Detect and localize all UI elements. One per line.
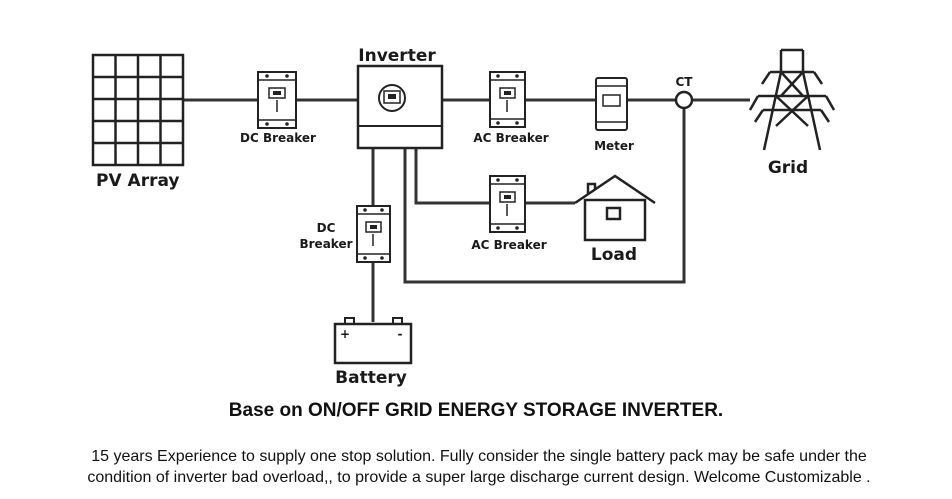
headline: Base on ON/OFF GRID ENERGY STORAGE INVER… <box>228 400 724 421</box>
ac-breaker-load-label: AC Breaker <box>471 238 546 252</box>
meter-icon <box>595 77 628 131</box>
dc-breaker-pv-label: DC Breaker <box>240 131 316 145</box>
ac-breaker-grid-icon <box>489 71 526 128</box>
battery-icon <box>333 317 413 365</box>
grid-tower-icon <box>748 48 836 151</box>
battery-plus-terminal: + <box>340 327 350 341</box>
grid-label: Grid <box>768 158 808 178</box>
energy-storage-wiring-diagram: PV Array DC Breaker Inverter AC Breaker <box>91 46 836 388</box>
battery-label: Battery <box>335 368 407 388</box>
description: 15 years Experience to supply one stop s… <box>14 446 944 488</box>
load-label: Load <box>591 245 637 265</box>
wire-inverter-to-load-breaker <box>414 148 490 205</box>
ct-sensor-icon <box>674 90 694 110</box>
pv-array-label: PV Array <box>96 171 180 191</box>
wires <box>183 98 750 322</box>
inverter-label: Inverter <box>358 46 436 66</box>
ct-label: CT <box>676 75 694 89</box>
description-line-2: condition of inverter bad overload,, to … <box>87 469 871 486</box>
wire-ct-sense-return <box>403 108 686 284</box>
description-line-1: 15 years Experience to supply one stop s… <box>91 448 867 465</box>
dc-breaker-batt-label-line1: DC <box>317 221 336 235</box>
load-house-icon <box>574 174 656 242</box>
dc-breaker-battery-icon <box>356 205 391 263</box>
meter-label: Meter <box>594 139 634 153</box>
inverter-icon <box>356 64 444 150</box>
dc-breaker-batt-label-line2: Breaker <box>299 237 352 251</box>
pv-array-icon <box>91 53 185 167</box>
dc-breaker-pv-icon <box>257 71 297 129</box>
ac-breaker-grid-label: AC Breaker <box>473 131 548 145</box>
ac-breaker-load-icon <box>489 175 526 233</box>
battery-minus-terminal: - <box>398 327 403 341</box>
